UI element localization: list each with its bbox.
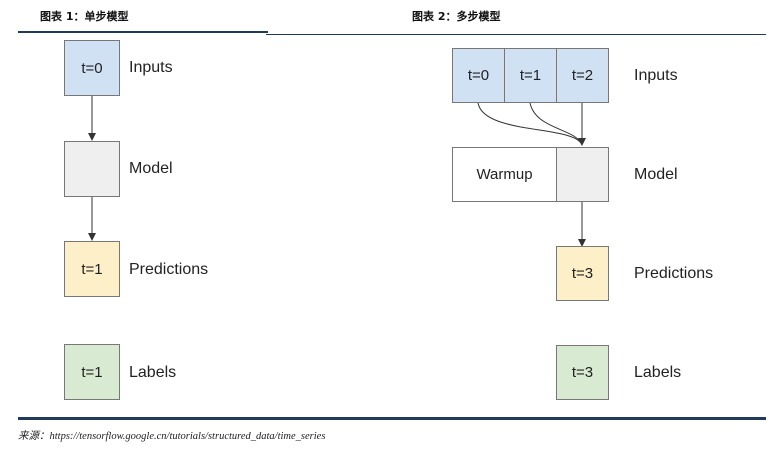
fig2-model-box <box>556 147 609 202</box>
fig2-curve-t0 <box>477 102 583 146</box>
fig1-model-label: Model <box>129 160 173 177</box>
fig2-warmup-box: Warmup <box>452 147 557 202</box>
fig2-input-box-t1: t=1 <box>504 48 557 103</box>
fig1-prediction-box: t=1 <box>64 241 120 297</box>
bottom-rule <box>18 417 766 420</box>
fig1-labels-label: Labels <box>129 364 177 381</box>
fig2-model-label: Model <box>634 166 678 183</box>
figure2-title: 图表 2：多步模型 <box>412 10 501 23</box>
fig1-label-box: t=1 <box>64 344 120 400</box>
fig2-predictions-label: Predictions <box>634 265 714 282</box>
fig2-input-box-t0: t=0 <box>452 48 505 103</box>
fig1-inputs-label: Inputs <box>129 59 173 76</box>
figure1-title: 图表 1：单步模型 <box>40 10 129 23</box>
fig2-input-box-t2: t=2 <box>556 48 609 103</box>
fig2-prediction-box: t=3 <box>556 246 609 301</box>
fig1-model-box <box>64 141 120 197</box>
fig1-predictions-label: Predictions <box>129 261 209 278</box>
fig2-inputs-label: Inputs <box>634 67 678 84</box>
fig2-curve-t1 <box>529 102 583 146</box>
fig2-labels-label: Labels <box>634 364 682 381</box>
figure2-top-rule <box>266 34 766 35</box>
fig2-label-box: t=3 <box>556 345 609 400</box>
source-note: 来源：https://tensorflow.google.cn/tutorial… <box>18 431 326 442</box>
fig1-input-box: t=0 <box>64 40 120 96</box>
figure1-top-rule <box>18 31 268 33</box>
